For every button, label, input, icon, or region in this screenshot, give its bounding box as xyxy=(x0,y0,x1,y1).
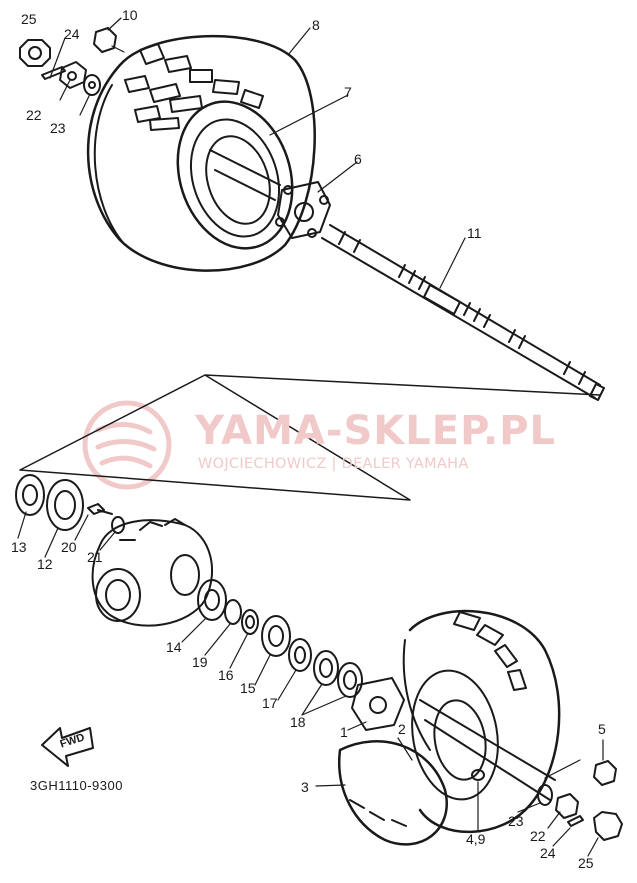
callout-18: 18 xyxy=(290,714,306,730)
callout-2: 2 xyxy=(398,721,406,737)
callout-15: 15 xyxy=(240,680,256,696)
callout-21: 21 xyxy=(87,549,103,565)
lower-rim-2 xyxy=(411,669,556,801)
callout-19: 19 xyxy=(192,654,208,670)
watermark-title: YAMA-SKLEP.PL xyxy=(195,408,557,454)
callout-24: 24 xyxy=(64,26,80,42)
circlip-19 xyxy=(224,599,242,625)
part-code: 3GH1110-9300 xyxy=(30,778,123,793)
callout-24-lower: 24 xyxy=(540,845,556,861)
callout-22: 22 xyxy=(26,107,42,123)
callout-17: 17 xyxy=(262,695,278,711)
lower-tire xyxy=(402,609,561,834)
spacer-16 xyxy=(241,609,259,635)
callout-10: 10 xyxy=(122,7,138,23)
callout-7: 7 xyxy=(344,84,352,100)
fwd-arrow-icon xyxy=(41,727,94,767)
seal-13 xyxy=(15,474,45,516)
upper-rim-7 xyxy=(176,100,294,250)
callout-25: 25 xyxy=(21,11,37,27)
callout-4-9: 4,9 xyxy=(466,831,486,847)
assembly-link-frame xyxy=(19,374,601,501)
callout-12: 12 xyxy=(37,556,53,572)
lower-tire-3 xyxy=(337,740,448,846)
final-gear-case xyxy=(91,518,214,627)
callout-8: 8 xyxy=(312,17,320,33)
callout-3: 3 xyxy=(301,779,309,795)
callout-20: 20 xyxy=(61,539,77,555)
hub-6 xyxy=(275,181,331,239)
callout-16: 16 xyxy=(218,667,234,683)
hub-1 xyxy=(351,677,405,731)
callout-11: 11 xyxy=(467,225,482,241)
watermark-subtitle: WOJCIECHOWICZ | DEALER YAMAHA xyxy=(198,456,469,472)
rear-axle-11 xyxy=(321,224,605,401)
callout-6: 6 xyxy=(354,151,362,167)
callout-1: 1 xyxy=(340,724,348,740)
leader-lines xyxy=(17,17,604,857)
lower-small-parts xyxy=(471,760,623,841)
bearing-15 xyxy=(261,615,291,657)
callout-23: 23 xyxy=(50,120,66,136)
seals-18 xyxy=(313,650,363,698)
callout-25-lower: 25 xyxy=(578,855,594,871)
seal-14 xyxy=(197,579,227,621)
callout-23-lower: 23 xyxy=(508,813,524,829)
spacer-17 xyxy=(288,638,312,672)
callout-22-lower: 22 xyxy=(530,828,546,844)
callout-13: 13 xyxy=(11,539,27,555)
bearing-12 xyxy=(46,479,84,531)
watermark-logo xyxy=(82,400,172,490)
callout-5: 5 xyxy=(598,721,606,737)
bolt-20-washer-21 xyxy=(87,503,125,534)
callout-14: 14 xyxy=(166,639,182,655)
upper-small-parts xyxy=(19,27,117,96)
upper-tire-8 xyxy=(86,34,316,272)
